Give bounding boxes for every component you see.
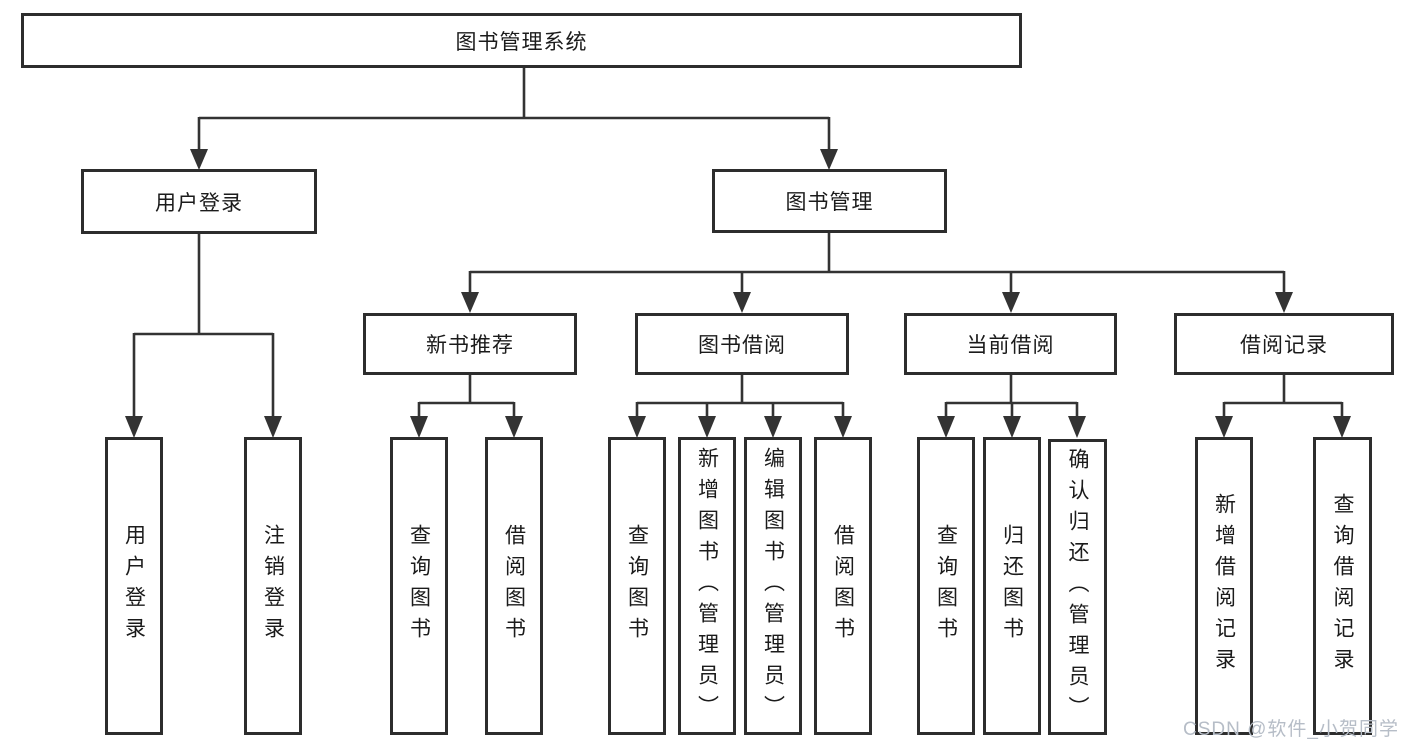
arrowhead-query-record xyxy=(1333,416,1351,438)
arrowhead-user-login xyxy=(190,149,208,170)
arrowhead-borrow-book-1 xyxy=(505,416,523,438)
arrowhead-book-borrow xyxy=(733,292,751,313)
arrowhead-query-book-3 xyxy=(937,416,955,438)
arrowhead-query-book-1 xyxy=(410,416,428,438)
node-new-book-rec: 新书推荐 xyxy=(363,313,577,375)
node-leaf-user-login-label: 用户登录 xyxy=(122,524,146,648)
arrowhead-new-book-rec xyxy=(461,292,479,313)
node-leaf-borrow-book-2: 借阅图书 xyxy=(814,437,872,735)
node-book-mgmt-label: 图书管理 xyxy=(785,191,874,214)
arrowhead-return-book xyxy=(1003,416,1021,438)
node-leaf-edit-book: 编辑图书（管理员） xyxy=(744,437,802,735)
node-borrow-records: 借阅记录 xyxy=(1174,313,1394,375)
node-leaf-query-book-2-label: 查询图书 xyxy=(625,524,649,648)
arrowhead-borrow-book-2 xyxy=(834,416,852,438)
node-borrow-records-label: 借阅记录 xyxy=(1240,334,1328,357)
node-leaf-logout: 注销登录 xyxy=(244,437,302,735)
arrowhead-borrow-records xyxy=(1275,292,1293,313)
node-leaf-return-book-label: 归还图书 xyxy=(1000,524,1024,648)
node-leaf-add-book: 新增图书（管理员） xyxy=(678,437,736,735)
node-leaf-query-book-3: 查询图书 xyxy=(917,437,975,735)
node-leaf-query-book-3-label: 查询图书 xyxy=(934,524,958,648)
arrowhead-book-mgmt xyxy=(820,149,838,170)
node-leaf-add-record: 新增借阅记录 xyxy=(1195,437,1253,735)
arrowhead-confirm-return xyxy=(1068,416,1086,438)
node-leaf-confirm-return: 确认归还（管理员） xyxy=(1048,439,1107,735)
node-book-mgmt: 图书管理 xyxy=(712,169,947,233)
arrowhead-add-record xyxy=(1215,416,1233,438)
node-leaf-return-book: 归还图书 xyxy=(983,437,1041,735)
node-current-borrow-label: 当前借阅 xyxy=(966,334,1055,357)
node-leaf-borrow-book-1-label: 借阅图书 xyxy=(502,524,526,648)
arrowhead-leaf-user-login xyxy=(125,416,143,438)
arrowhead-edit-book xyxy=(764,416,782,438)
node-leaf-confirm-return-label: 确认归还（管理员） xyxy=(1066,447,1089,727)
node-leaf-borrow-book-1: 借阅图书 xyxy=(485,437,543,735)
arrowhead-current-borrow xyxy=(1002,292,1020,313)
node-new-book-rec-label: 新书推荐 xyxy=(426,334,514,357)
node-leaf-query-book-1: 查询图书 xyxy=(390,437,448,735)
node-leaf-edit-book-label: 编辑图书（管理员） xyxy=(761,446,785,726)
node-root: 图书管理系统 xyxy=(21,13,1022,68)
node-leaf-add-book-label: 新增图书（管理员） xyxy=(695,446,719,726)
node-leaf-user-login: 用户登录 xyxy=(105,437,163,735)
node-leaf-query-book-1-label: 查询图书 xyxy=(407,524,431,648)
node-user-login: 用户登录 xyxy=(81,169,317,234)
node-leaf-borrow-book-2-label: 借阅图书 xyxy=(831,524,855,648)
node-current-borrow: 当前借阅 xyxy=(904,313,1117,375)
arrowhead-query-book-2 xyxy=(628,416,646,438)
csdn-watermark: CSDN @软件_小贺同学 xyxy=(1183,719,1399,740)
node-leaf-query-record-label: 查询借阅记录 xyxy=(1331,493,1354,679)
node-leaf-add-record-label: 新增借阅记录 xyxy=(1212,493,1236,679)
node-root-label: 图书管理系统 xyxy=(455,30,588,54)
node-book-borrow: 图书借阅 xyxy=(635,313,849,375)
node-leaf-logout-label: 注销登录 xyxy=(261,524,285,648)
node-leaf-query-book-2: 查询图书 xyxy=(608,437,666,735)
arrowhead-add-book xyxy=(698,416,716,438)
node-user-login-label: 用户登录 xyxy=(155,191,243,215)
node-leaf-query-record: 查询借阅记录 xyxy=(1313,437,1372,735)
arrowhead-leaf-logout xyxy=(264,416,282,438)
node-book-borrow-label: 图书借阅 xyxy=(698,334,786,357)
